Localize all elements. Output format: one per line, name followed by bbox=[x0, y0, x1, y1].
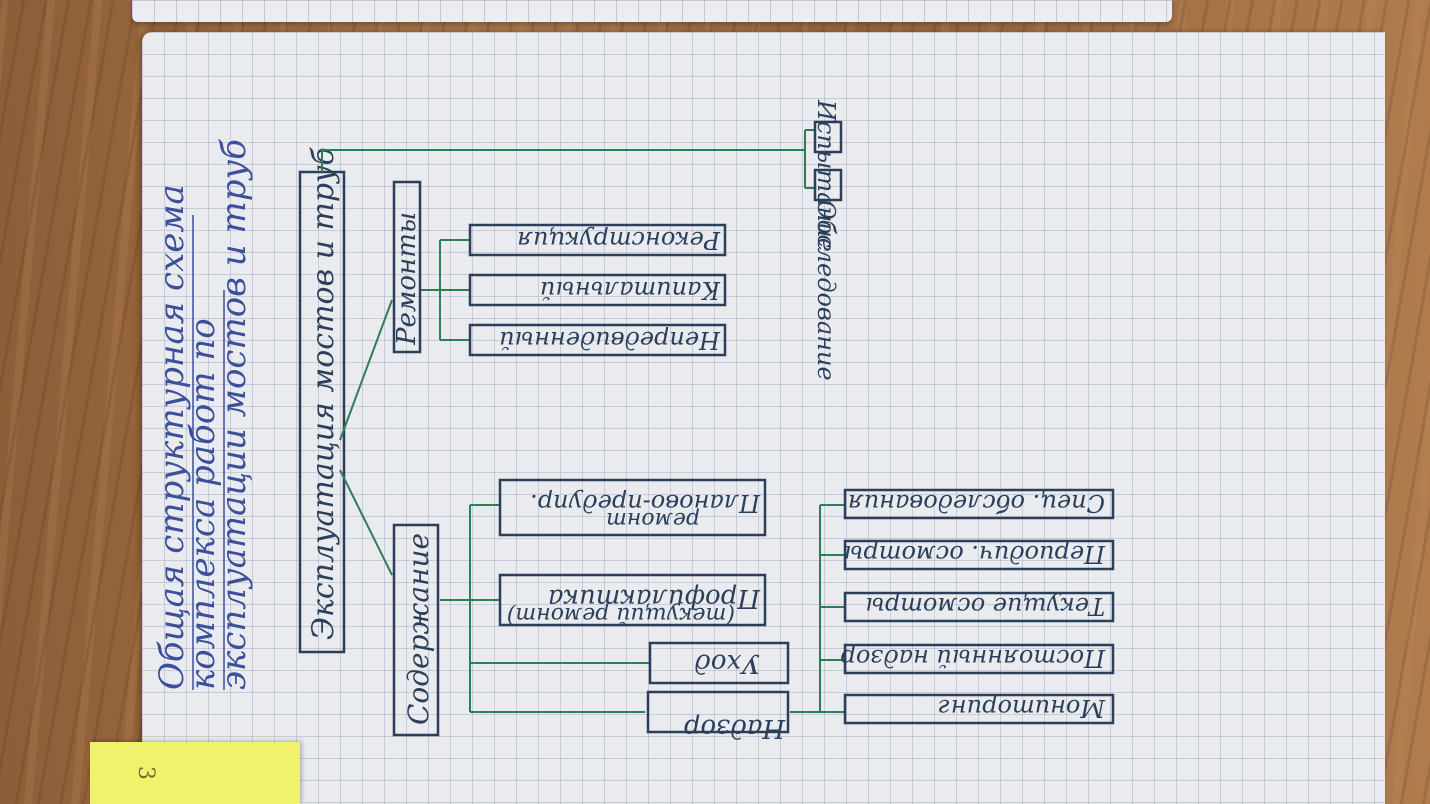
branch-repair-label: Ремонты bbox=[392, 212, 422, 346]
content-item-care: Уход bbox=[648, 641, 790, 685]
supervision-item-4: Спец. обследования bbox=[848, 489, 1105, 517]
repair-item-0: Непредвиденный bbox=[499, 326, 721, 354]
content-item-preventive-label: Профилактика bbox=[548, 583, 761, 613]
branch-inspection-label: Обследование bbox=[812, 200, 840, 381]
branch-inspection: Обследование bbox=[812, 120, 843, 381]
content-item-supervision: Надзор bbox=[646, 690, 790, 743]
branch-testing-label: Испытание bbox=[812, 99, 840, 252]
repair-item-2: Реконструкция bbox=[517, 226, 721, 254]
title-line-2: комплекса работ по bbox=[183, 318, 223, 690]
repair-list: Непредвиденный Капитальный Реконструкция bbox=[468, 223, 727, 357]
supervision-item-0: Мониторинг bbox=[939, 694, 1106, 722]
content-item-care-label: Уход bbox=[694, 648, 760, 678]
content-item-planned-label: Планово-предупр. bbox=[530, 489, 761, 517]
repair-item-box-2 bbox=[468, 223, 727, 257]
diagram-title: Общая структурная схема комплекса работ … bbox=[152, 139, 254, 690]
repair-item-box-0 bbox=[468, 323, 727, 357]
branch-content: Содержание bbox=[392, 523, 440, 737]
content-item-planned: Планово-предупр. ремонт bbox=[498, 478, 767, 537]
supervision-list: Мониторинг Постоянный надзор Текущие осм… bbox=[841, 488, 1115, 725]
supervision-item-3: Периодич. осмотры bbox=[844, 540, 1106, 568]
supervision-item-box-3 bbox=[843, 539, 1115, 571]
branch-repair: Ремонты bbox=[392, 180, 422, 354]
notebook-upper-page bbox=[132, 0, 1172, 22]
supervision-item-box-2 bbox=[843, 591, 1115, 623]
supervision-item-box-0 bbox=[843, 693, 1115, 725]
connectors bbox=[321, 129, 845, 713]
supervision-item-box-1 bbox=[843, 643, 1115, 675]
supervision-item-2: Текущие осмотры bbox=[865, 592, 1105, 620]
supervision-item-box-4 bbox=[843, 488, 1115, 520]
branch-content-label: Содержание bbox=[402, 533, 435, 725]
content-item-preventive: Профилактика (текущий ремонт) bbox=[498, 573, 767, 627]
content-item-supervision-label: Надзор bbox=[684, 713, 786, 743]
repair-item-box-1 bbox=[468, 273, 727, 307]
title-line-1: Общая структурная схема bbox=[152, 184, 192, 690]
content-item-preventive-sub: (текущий ремонт) bbox=[507, 602, 735, 627]
title-line-3: эксплуатации мостов и труб bbox=[214, 139, 254, 690]
supervision-item-1: Постоянный надзор bbox=[841, 644, 1106, 672]
content-item-planned-sub: ремонт bbox=[606, 507, 700, 532]
root-label: Эксплуатация мостов и труб bbox=[306, 146, 341, 640]
branch-testing: Испытание bbox=[812, 99, 840, 252]
repair-item-1: Капитальный bbox=[540, 276, 721, 304]
root-node: Эксплуатация мостов и труб bbox=[298, 146, 346, 654]
sticky-note bbox=[90, 742, 300, 804]
